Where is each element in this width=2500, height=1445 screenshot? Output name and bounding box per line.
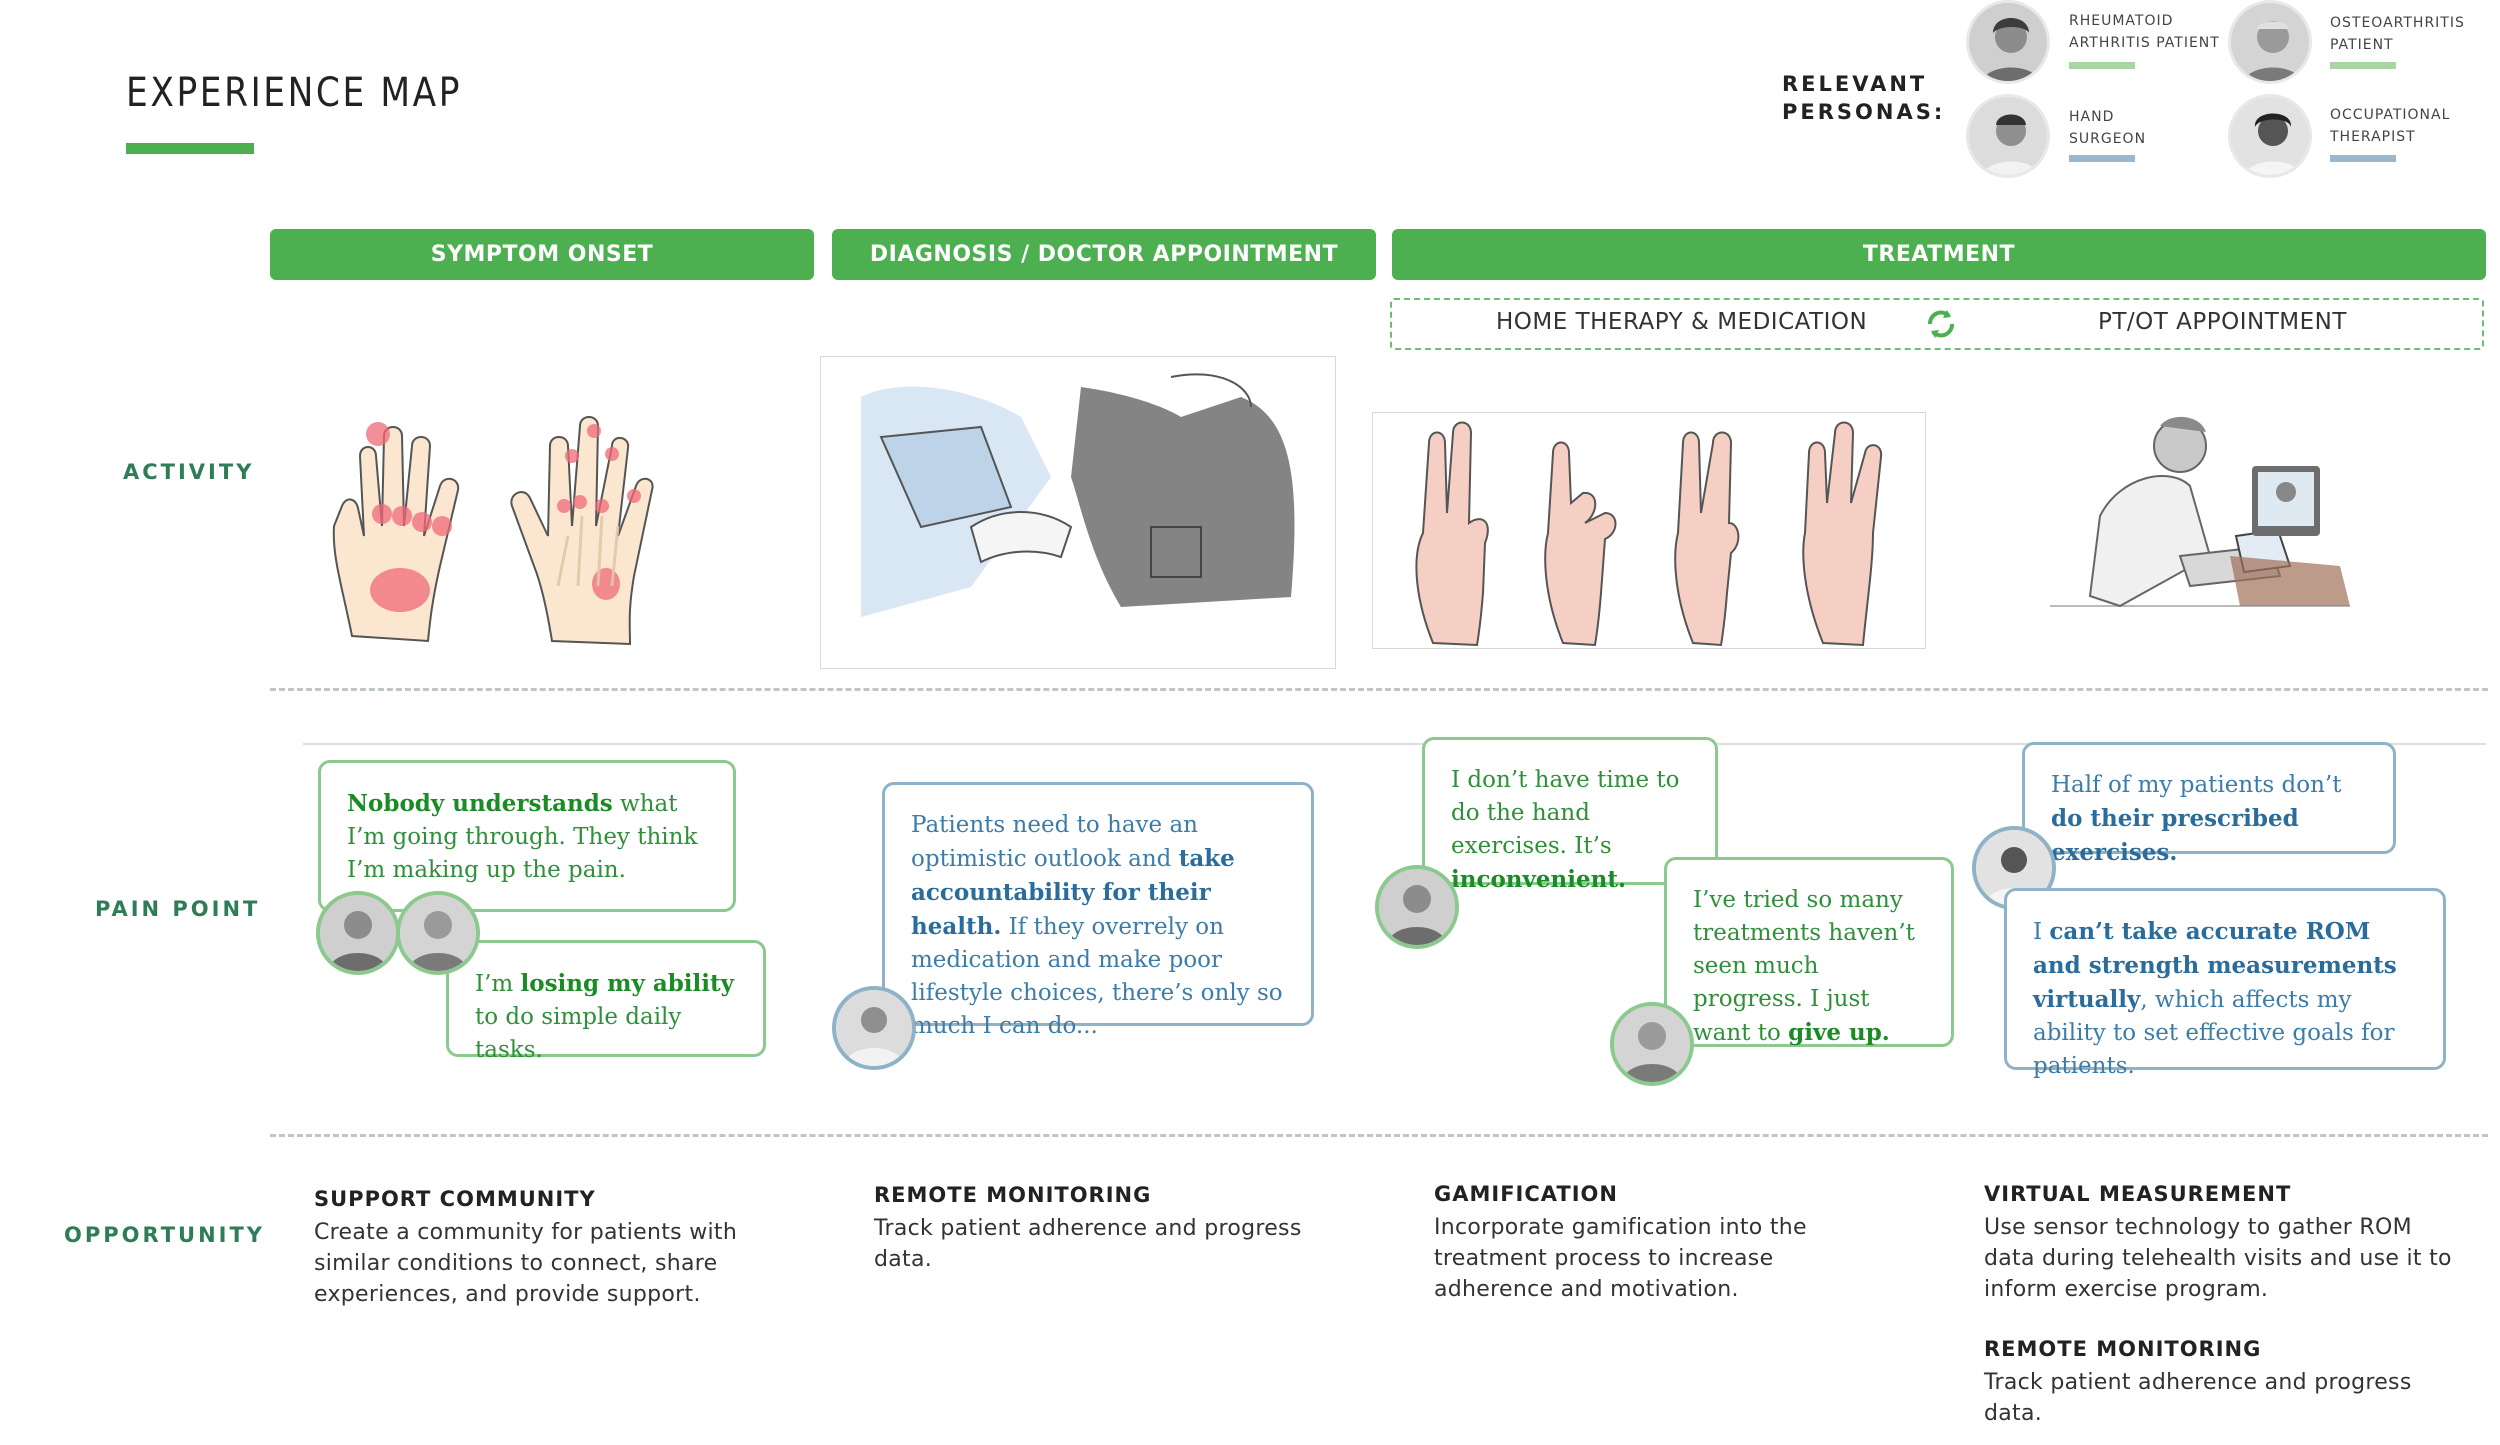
persona-surgeon-underline bbox=[2069, 155, 2135, 162]
surgeon-avatar bbox=[832, 986, 916, 1070]
subphase-ptot[interactable]: PT/OT APPOINTMENT bbox=[2098, 309, 2347, 335]
opportunity-title: REMOTE MONITORING bbox=[1984, 1337, 2262, 1361]
page-title: EXPERIENCE MAP bbox=[126, 70, 463, 116]
opportunity-virtual-measurement: VIRTUAL MEASUREMENT Use sensor technolog… bbox=[1984, 1182, 2454, 1305]
pain-opportunity-separator bbox=[270, 1134, 2488, 1137]
oa-patient-avatar-treatment bbox=[1610, 1002, 1694, 1086]
pain-point-losing-ability: I’m losing my ability to do simple daily… bbox=[446, 940, 766, 1063]
persona-avatar-surgeon[interactable] bbox=[1966, 94, 2050, 178]
opportunity-text: Track patient adherence and progress dat… bbox=[874, 1216, 1302, 1272]
phase-symptom-onset[interactable]: SYMPTOM ONSET bbox=[270, 229, 814, 280]
opportunity-text: Incorporate gamification into the treatm… bbox=[1434, 1215, 1807, 1302]
row-label-activity: ACTIVITY bbox=[123, 460, 255, 484]
title-underline bbox=[126, 143, 254, 154]
activity-pain-separator bbox=[270, 688, 2488, 691]
telehealth-pt-session-illustration bbox=[2030, 406, 2376, 632]
relevant-personas-label: RELEVANT PERSONAS: bbox=[1782, 72, 1946, 124]
pain-point-rom-measurements: I can’t take accurate ROM and strength m… bbox=[2004, 888, 2446, 1079]
oa-patient-avatar bbox=[396, 891, 480, 975]
opportunity-title: SUPPORT COMMUNITY bbox=[314, 1187, 596, 1211]
opportunity-gamification: GAMIFICATION Incorporate gamification in… bbox=[1434, 1182, 1894, 1305]
phase-treatment[interactable]: TREATMENT bbox=[1392, 229, 2486, 280]
opportunity-text: Use sensor technology to gather ROM data… bbox=[1984, 1215, 2452, 1302]
persona-avatar-oa[interactable] bbox=[2228, 0, 2312, 84]
opportunity-title: VIRTUAL MEASUREMENT bbox=[1984, 1182, 2292, 1206]
opportunity-text: Track patient adherence and progress dat… bbox=[1984, 1370, 2412, 1426]
persona-avatar-ra[interactable] bbox=[1966, 0, 2050, 84]
pain-point-top-line bbox=[303, 743, 2486, 745]
hand-exercises-illustration bbox=[1372, 412, 1926, 649]
pain-point-nobody-understands: Nobody understands what I’m going throug… bbox=[318, 760, 736, 912]
opportunity-text: Create a community for patients with sim… bbox=[314, 1220, 738, 1307]
opportunity-remote-monitoring-2: REMOTE MONITORING Track patient adherenc… bbox=[1984, 1337, 2454, 1429]
pain-point-prescribed-exercises: Half of my patients don’t do their presc… bbox=[2022, 742, 2396, 866]
row-label-pain-point: PAIN POINT bbox=[95, 897, 261, 921]
refresh-cycle-icon bbox=[1922, 305, 1960, 343]
doctor-examining-hand-illustration bbox=[820, 356, 1336, 669]
treatment-subphase-box bbox=[1390, 298, 2484, 350]
persona-avatar-ot[interactable] bbox=[2228, 94, 2312, 178]
persona-ra-underline bbox=[2069, 62, 2135, 69]
row-label-opportunity: OPPORTUNITY bbox=[64, 1223, 266, 1247]
persona-ot-underline bbox=[2330, 155, 2396, 162]
ra-patient-avatar bbox=[316, 891, 400, 975]
phase-diagnosis[interactable]: DIAGNOSIS / DOCTOR APPOINTMENT bbox=[832, 229, 1376, 280]
opportunity-remote-monitoring: REMOTE MONITORING Track patient adherenc… bbox=[874, 1183, 1334, 1275]
opportunity-title: REMOTE MONITORING bbox=[874, 1183, 1152, 1207]
opportunity-title: GAMIFICATION bbox=[1434, 1182, 1618, 1206]
pain-point-give-up: I’ve tried so many treatments haven’t se… bbox=[1664, 857, 1954, 1047]
subphase-home-therapy[interactable]: HOME THERAPY & MEDICATION bbox=[1496, 309, 1868, 335]
hands-joint-pain-illustration bbox=[312, 386, 720, 648]
persona-oa-underline bbox=[2330, 62, 2396, 69]
pain-point-accountability: Patients need to have an optimistic outl… bbox=[882, 782, 1314, 1039]
opportunity-support-community: SUPPORT COMMUNITY Create a community for… bbox=[314, 1187, 754, 1310]
ra-patient-avatar-treatment bbox=[1375, 865, 1459, 949]
pain-point-inconvenient: I don’t have time to do the hand exercis… bbox=[1422, 737, 1718, 893]
